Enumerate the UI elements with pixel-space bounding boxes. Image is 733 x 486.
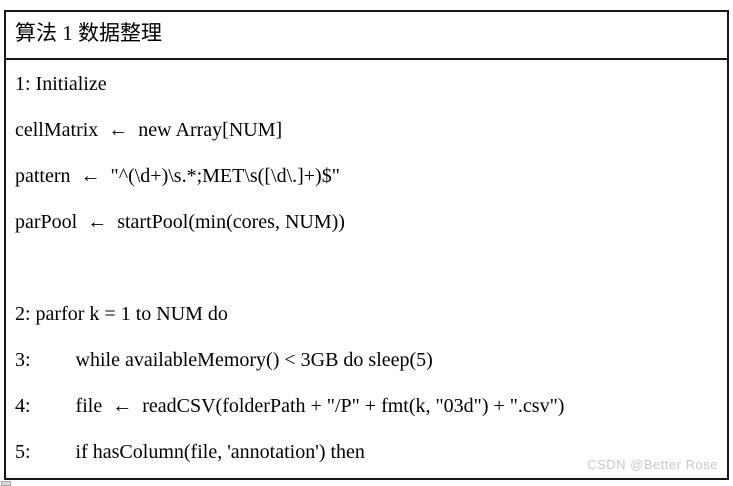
algorithm-body: 1: Initialize cellMatrix ← new Array[NUM…	[6, 60, 727, 475]
algorithm-line-parpool: parPool ← startPool(min(cores, NUM))	[15, 211, 345, 233]
algorithm-line-4: 4: file ← readCSV(folderPath + "/P" + fm…	[15, 395, 565, 417]
algorithm-line-1: 1: Initialize	[15, 73, 107, 95]
algorithm-line-cellmatrix: cellMatrix ← new Array[NUM]	[15, 119, 283, 141]
algorithm-line-pattern: pattern ← "^(\d+)\s.*;MET\s([\d\.]+)$"	[15, 165, 340, 187]
algorithm-line-blank	[15, 245, 719, 291]
algorithm-line-3: 3: while availableMemory() < 3GB do slee…	[15, 349, 433, 371]
algorithm-line-5: 5: if hasColumn(file, 'annotation') then	[15, 441, 365, 463]
table-resize-handle	[1, 481, 11, 486]
csdn-watermark: CSDN @Better Rose	[587, 457, 718, 472]
algorithm-line-2: 2: parfor k = 1 to NUM do	[15, 303, 228, 325]
algorithm-header-row: 算法 1 数据整理	[6, 12, 727, 60]
algorithm-title: 算法 1 数据整理	[15, 21, 162, 45]
algorithm-table: 算法 1 数据整理 1: Initialize cellMatrix ← new…	[4, 10, 729, 480]
